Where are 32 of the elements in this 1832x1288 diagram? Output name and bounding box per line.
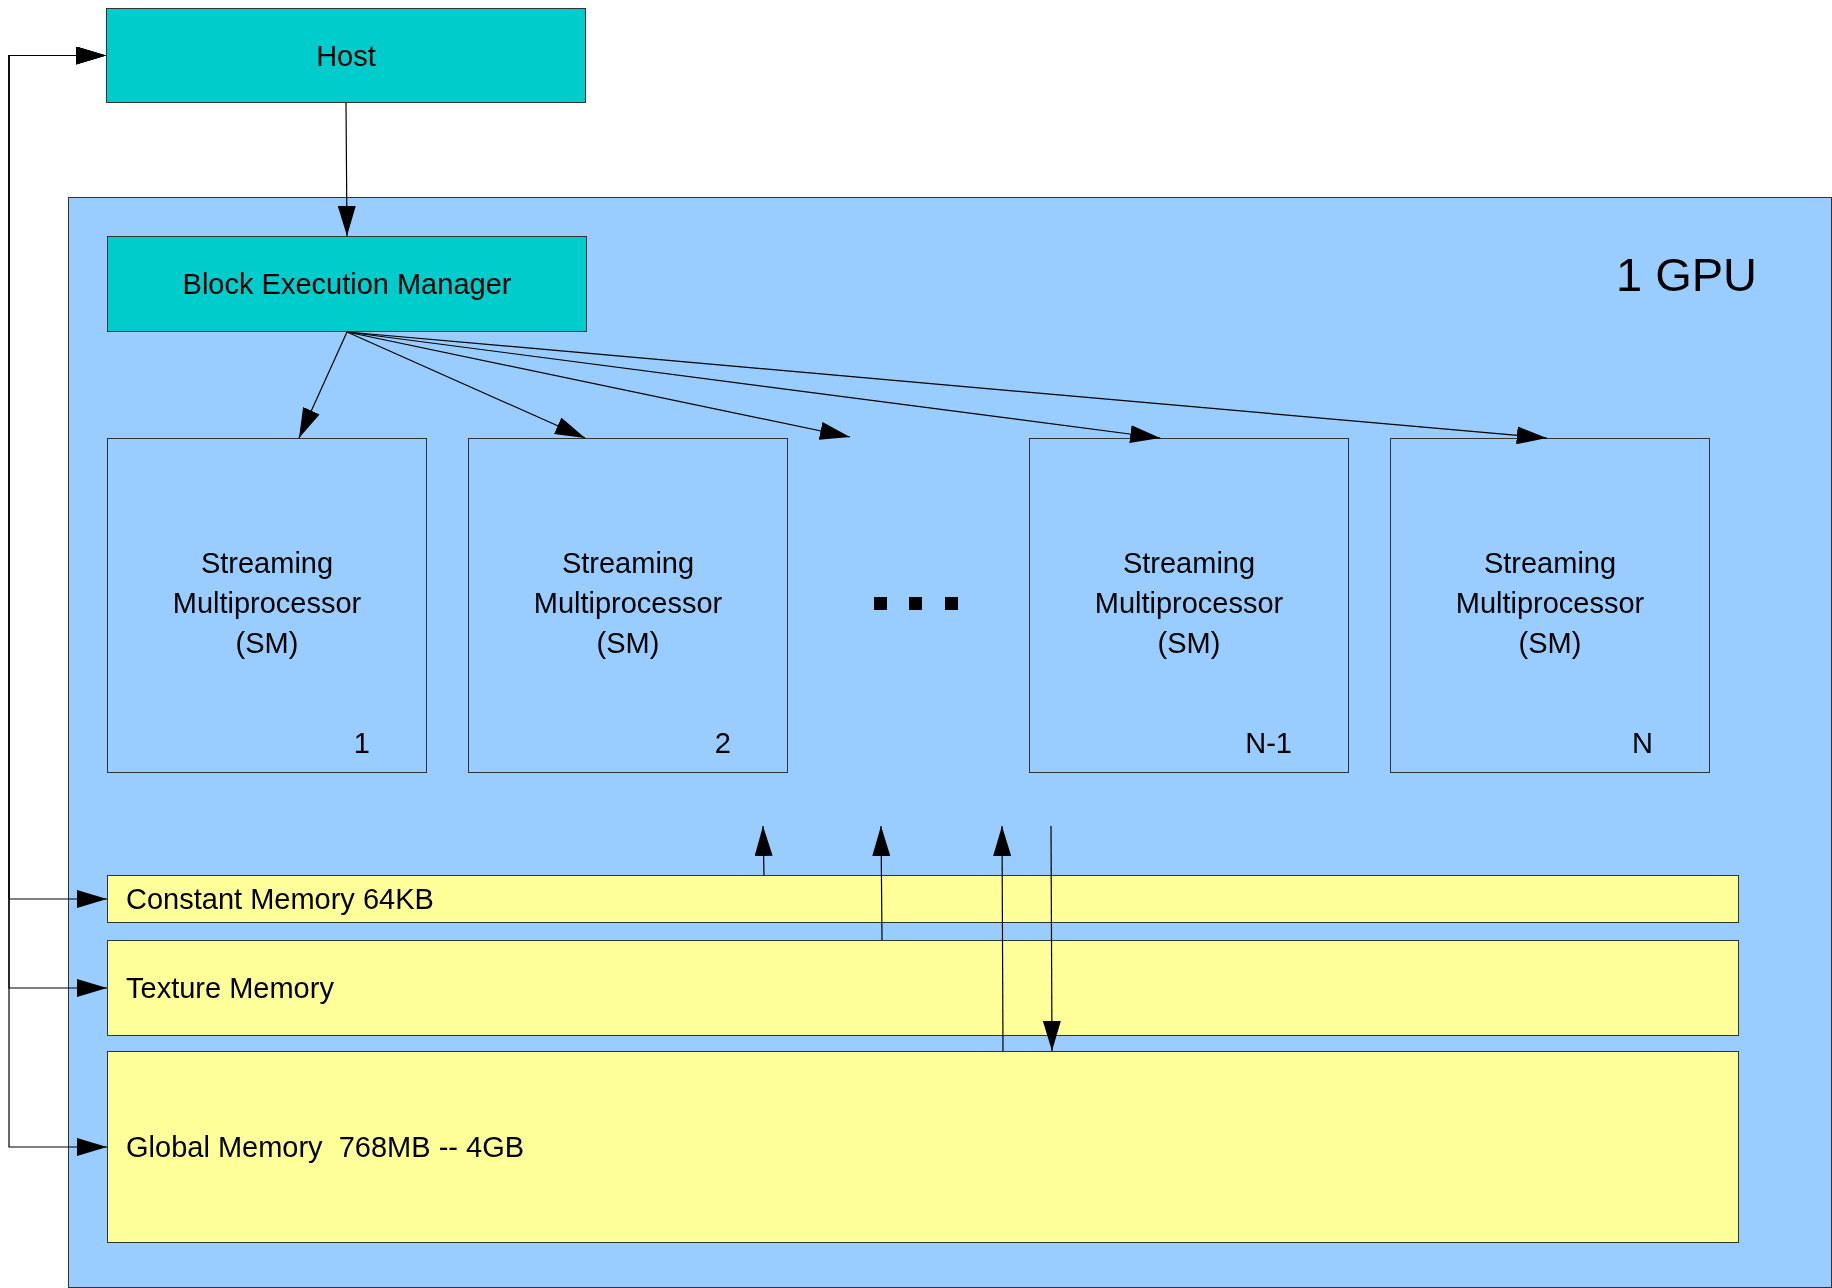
memory-bar — [107, 875, 1739, 923]
arrow — [346, 331, 1548, 445]
box-label: Streaming Multiprocessor (SM) — [171, 546, 363, 661]
panel-title: 1 GPU — [1616, 247, 1758, 302]
unit-number: N — [1632, 727, 1653, 760]
box-label: Streaming Multiprocessor (SM) — [1454, 546, 1646, 661]
arrow — [298, 331, 348, 439]
unit-number: N-1 — [1245, 727, 1292, 760]
gpu-panel — [68, 197, 1832, 1288]
unit-number: 1 — [353, 727, 370, 760]
memory-bar — [107, 1051, 1739, 1243]
arrow — [993, 825, 1012, 1052]
box-label: Global Memory 768MB -- 4GB — [126, 1130, 525, 1164]
manager-box — [107, 236, 587, 332]
box-label: Host — [315, 39, 377, 72]
multiprocessor-box — [468, 438, 788, 773]
arrow — [337, 102, 356, 237]
multiprocessor-box — [1390, 438, 1710, 773]
box-label: Block Execution Manager — [181, 267, 513, 301]
multiprocessor-box — [1029, 438, 1349, 773]
box-label: Constant Memory 64KB — [126, 882, 434, 916]
arrow — [346, 331, 586, 439]
host-box — [106, 8, 586, 103]
multiprocessor-box — [107, 438, 427, 773]
memory-bar — [107, 940, 1739, 1036]
box-label: Streaming Multiprocessor (SM) — [532, 546, 724, 661]
arrow — [1042, 825, 1061, 1052]
arrow — [872, 825, 891, 941]
arrow — [754, 825, 773, 876]
box-label: Texture Memory — [126, 971, 334, 1005]
box-label: Streaming Multiprocessor (SM) — [1093, 546, 1285, 661]
unit-number: 2 — [714, 727, 731, 760]
